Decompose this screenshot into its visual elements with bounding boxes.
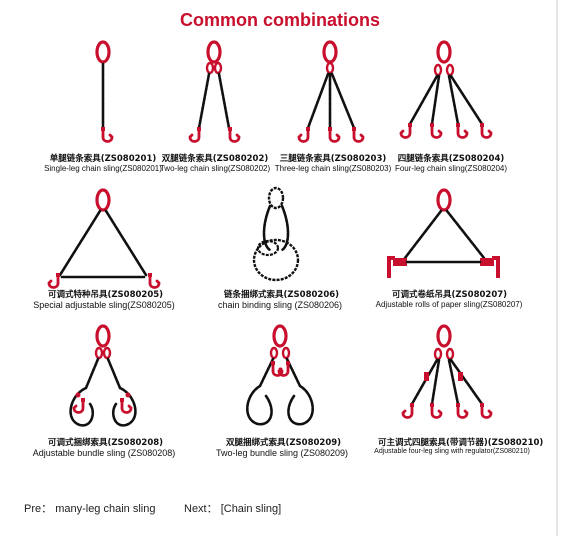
item-6-en-label: chain binding sling (ZS080206)	[217, 300, 343, 310]
item-8-en-label: Adjustable bundle sling (ZS080208)	[32, 448, 176, 458]
page-border	[556, 0, 558, 536]
item-7-cn-label: 可调式卷纸吊具(ZS080207)	[392, 290, 508, 300]
prev-label: Pre：	[24, 503, 53, 515]
two-leg-sling-icon	[188, 40, 241, 143]
item-9-cn-label: 双腿捆绑式索具(ZS080209)	[226, 438, 342, 448]
item-8-cn-label: 可调式捆绑索具(ZS080208)	[48, 438, 164, 448]
item-3-en-label: Three-leg chain sling(ZS080203)	[274, 164, 392, 173]
item-6-cn-label: 链条捆绑式索具(ZS080206)	[224, 290, 340, 300]
item-9-en-label: Two-leg bundle sling (ZS080209)	[215, 448, 349, 458]
chain-binding-sling-icon	[252, 186, 300, 282]
paper-roll-sling-icon	[387, 188, 500, 278]
item-5-cn-label: 可调式特种吊具(ZS080205)	[48, 290, 164, 300]
next-nav: Next： [Chain sling]	[184, 500, 281, 516]
four-leg-sling-icon	[399, 40, 493, 139]
item-10-en-label: Adjustable four-leg sling with regulator…	[374, 448, 530, 455]
next-label: Next：	[184, 503, 218, 515]
special-adjustable-sling-icon	[47, 188, 161, 289]
prev-nav: Pre： many-leg chain sling	[24, 500, 155, 516]
three-leg-sling-icon	[297, 40, 365, 143]
item-1-cn-label: 单腿链条索具(ZS080201)	[49, 154, 157, 164]
item-7-en-label: Adjustable rolls of paper sling(ZS080207…	[375, 300, 523, 309]
page-title: Common combinations	[179, 10, 380, 30]
four-leg-regulator-sling-icon	[401, 324, 493, 419]
item-5-en-label: Special adjustable sling(ZS080205)	[33, 300, 175, 310]
item-4-en-label: Four-leg chain sling(ZS080204)	[394, 164, 508, 173]
item-4-cn-label: 四腿链条索具(ZS080204)	[397, 154, 505, 164]
item-2-cn-label: 双腿链条索具(ZS080202)	[161, 154, 269, 164]
item-10-cn-label: 可主调式四腿索具(带调节器)(ZS080210)	[378, 438, 544, 448]
adjustable-bundle-sling-icon	[69, 324, 137, 427]
single-leg-sling-icon	[95, 40, 114, 143]
item-2-en-label: Two-leg chain sling(ZS080202)	[159, 164, 271, 173]
two-leg-bundle-sling-icon	[246, 324, 314, 426]
next-link[interactable]: [Chain sling]	[220, 503, 282, 515]
prev-link[interactable]: many-leg chain sling	[55, 503, 156, 515]
item-3-cn-label: 三腿链条索具(ZS080203)	[279, 154, 387, 164]
item-1-en-label: Single-leg chain sling(ZS080201)	[44, 164, 162, 173]
